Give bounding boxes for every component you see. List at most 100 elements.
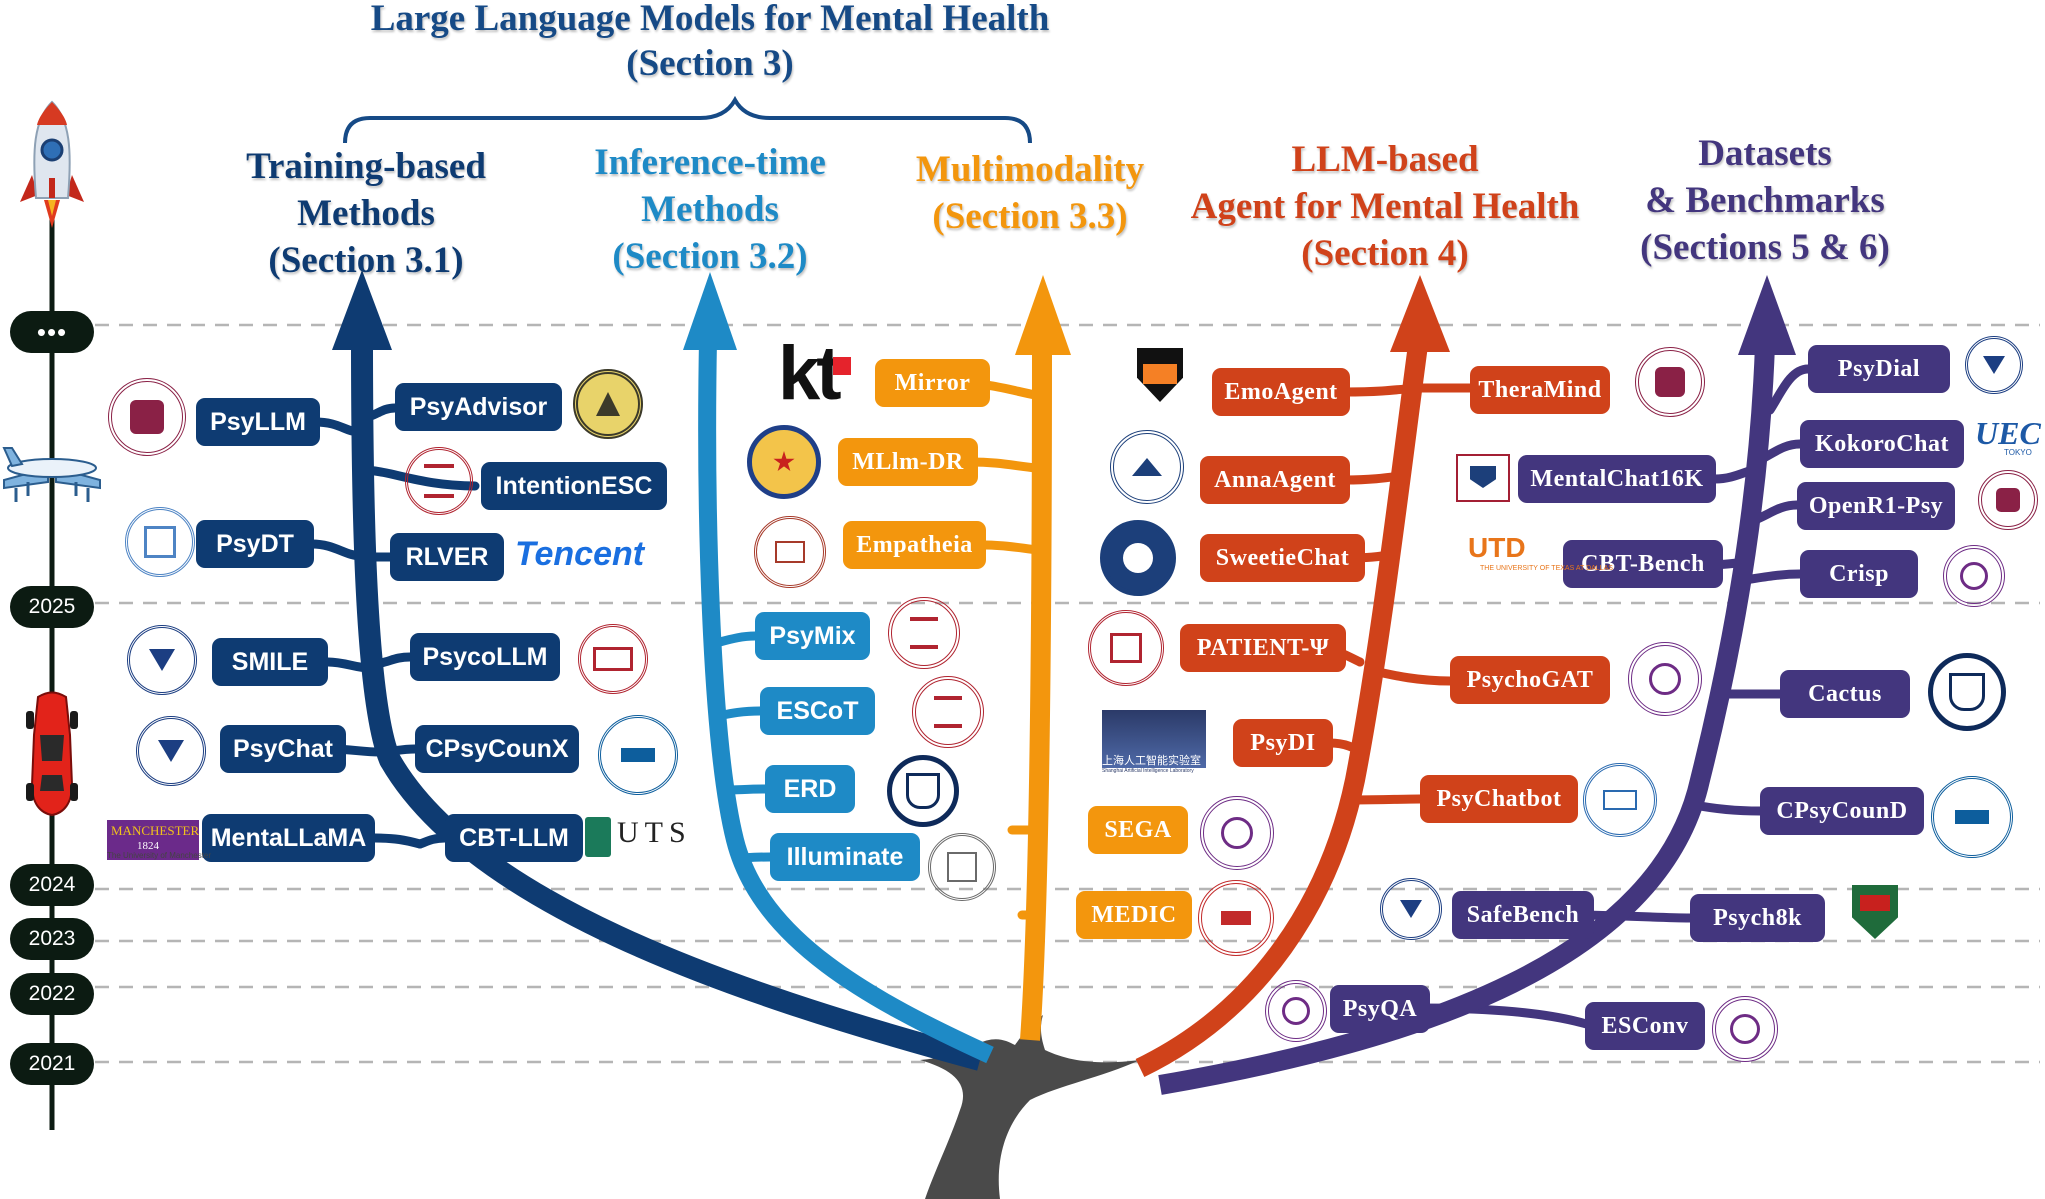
model-psychogat: PsychoGAT	[1450, 656, 1610, 704]
model-sega: SEGA	[1088, 806, 1188, 854]
diagram-subtitle: (Section 3)	[626, 43, 794, 84]
model-intentionesc: IntentionESC	[481, 462, 667, 510]
model-cbt-llm: CBT-LLM	[445, 814, 583, 862]
tsinghua-logo-icon-2	[1628, 642, 1702, 716]
airplane-icon	[2, 447, 101, 502]
model-psyadvisor: PsyAdvisor	[395, 383, 562, 431]
dataset-psyqa: PsyQA	[1330, 985, 1430, 1033]
model-theramind: TheraMind	[1470, 366, 1610, 414]
utd-logo: UTD	[1468, 532, 1526, 563]
ruc-logo-icon-2	[888, 597, 960, 669]
uts-logo: UTS	[617, 816, 692, 849]
model-psycollm: PsycoLLM	[410, 633, 560, 681]
multimodality-branch	[1020, 344, 1052, 1041]
nudt-logo-icon	[747, 425, 821, 499]
year-2021: 2021	[10, 1043, 94, 1085]
model-annaagent: AnnaAgent	[1200, 456, 1350, 504]
car-icon	[26, 691, 78, 817]
year-2023: 2023	[10, 918, 94, 960]
dataset-psydial: PsyDial	[1808, 345, 1950, 393]
model-cpsycounx: CPsyCounX	[415, 725, 579, 773]
manchester-logo: MANCHESTER 1824	[107, 820, 199, 860]
uec-logo-sub: TOKYO	[2004, 448, 2032, 457]
hust-logo-icon-2	[1931, 776, 2013, 858]
diagram-title: Large Language Models for Mental Health	[370, 0, 1050, 39]
berkeley-logo-icon	[928, 833, 996, 901]
uts-emblem-icon	[585, 817, 611, 857]
shanghai-ai-lab-logo-text: 上海人工智能实验室	[1102, 755, 1201, 767]
zju-logo-icon-2	[136, 716, 206, 786]
year-2022: 2022	[10, 973, 94, 1015]
dataset-openr1-psy: OpenR1-Psy	[1797, 482, 1955, 530]
training-branch	[351, 339, 983, 1071]
model-empatheia: Empatheia	[843, 521, 986, 569]
model-psychatbot: PsyChatbot	[1420, 775, 1578, 823]
ruc-logo-icon-4	[1198, 880, 1274, 956]
branch-title-multimodality: Multimodality (Section 3.3)	[915, 149, 1145, 237]
uec-logo: UEC	[1975, 415, 2041, 451]
dataset-cpsycound: CPsyCounD	[1760, 787, 1924, 835]
cmu-logo-icon	[1088, 610, 1164, 686]
bjfu-logo-icon	[1110, 430, 1184, 504]
sustech-logo-icon	[125, 507, 195, 577]
xjtu-logo-icon	[754, 516, 826, 588]
branch-title-inference: Inference-time Methods (Section 3.2)	[594, 142, 826, 277]
datasets-arrowhead	[1738, 275, 1796, 355]
zju-logo-icon-4	[1380, 878, 1442, 940]
dataset-cbt-bench: CBT-Bench	[1563, 540, 1723, 588]
datasets-branch	[1158, 344, 1775, 1095]
model-mirror: Mirror	[875, 359, 990, 407]
seu-logo-icon	[573, 369, 643, 439]
branch-title-training: Training-based Methods (Section 3.1)	[246, 146, 486, 281]
year-2024: 2024	[10, 864, 94, 906]
agent-branch	[1135, 343, 1428, 1078]
inference-branch	[698, 339, 994, 1064]
tencent-logo: Tencent	[515, 535, 645, 573]
dataset-cactus: Cactus	[1780, 670, 1910, 718]
timeline-ellipsis: •••	[10, 311, 94, 353]
model-psydi: PsyDI	[1233, 719, 1333, 767]
model-psyllm: PsyLLM	[196, 398, 320, 446]
manchester-logo-text: MANCHESTER	[111, 823, 200, 838]
agent-arrowhead	[1390, 275, 1450, 352]
zju-logo-icon-3	[1965, 336, 2023, 394]
model-illuminate: Illuminate	[770, 833, 920, 881]
model-mllm-dr: MLlm-DR	[838, 438, 978, 486]
szu-logo-icon	[108, 378, 186, 456]
branch-title-datasets: Datasets & Benchmarks (Sections 5 & 6)	[1640, 133, 1890, 268]
szu-logo-icon-2	[1635, 347, 1705, 417]
hust-logo-icon	[598, 715, 678, 795]
model-mentallama: MentaLLaMA	[202, 814, 375, 862]
tsinghua-logo-icon-5	[1712, 996, 1778, 1062]
manchester-logo-year: 1824	[137, 840, 159, 852]
yonsei-logo-icon-2	[1928, 653, 2006, 731]
model-sweetiechat: SweetieChat	[1200, 534, 1365, 582]
dataset-crisp: Crisp	[1800, 550, 1918, 598]
utd-logo-sub: THE UNIVERSITY OF TEXAS AT DALLAS	[1480, 565, 1613, 572]
model-erd: ERD	[765, 765, 855, 813]
manchester-logo-sub: The University of Manchester	[107, 851, 212, 860]
dataset-psych8k: Psych8k	[1690, 894, 1825, 942]
year-2025: 2025	[10, 586, 94, 628]
dataset-kokorochat: KokoroChat	[1800, 420, 1964, 468]
zju-logo-icon	[127, 625, 197, 695]
szu-logo-icon-3	[1978, 470, 2038, 530]
model-rlver: RLVER	[390, 533, 504, 581]
upenn-logo-icon	[1456, 454, 1510, 502]
model-escot: ESCoT	[760, 687, 875, 735]
tsinghua-logo-icon	[1200, 796, 1274, 870]
dataset-mentalchat16k: MentalChat16K	[1518, 455, 1716, 503]
kt-logo: kt	[778, 331, 842, 416]
branch-title-agent: LLM-based Agent for Mental Health (Secti…	[1190, 139, 1580, 274]
model-emoagent: EmoAgent	[1212, 368, 1350, 416]
model-medic: MEDIC	[1076, 891, 1192, 939]
shanghai-ai-lab-logo-text-en: Shanghai Artificial Intelligence Laborat…	[1102, 768, 1194, 774]
shanghai-ai-lab-logo	[1102, 710, 1206, 768]
training-arrowhead	[332, 270, 392, 350]
inference-arrowhead	[683, 272, 737, 350]
yonsei-logo-icon	[887, 755, 959, 827]
section-bracket	[343, 95, 1032, 144]
tsinghua-logo-icon-3	[1943, 545, 2005, 607]
